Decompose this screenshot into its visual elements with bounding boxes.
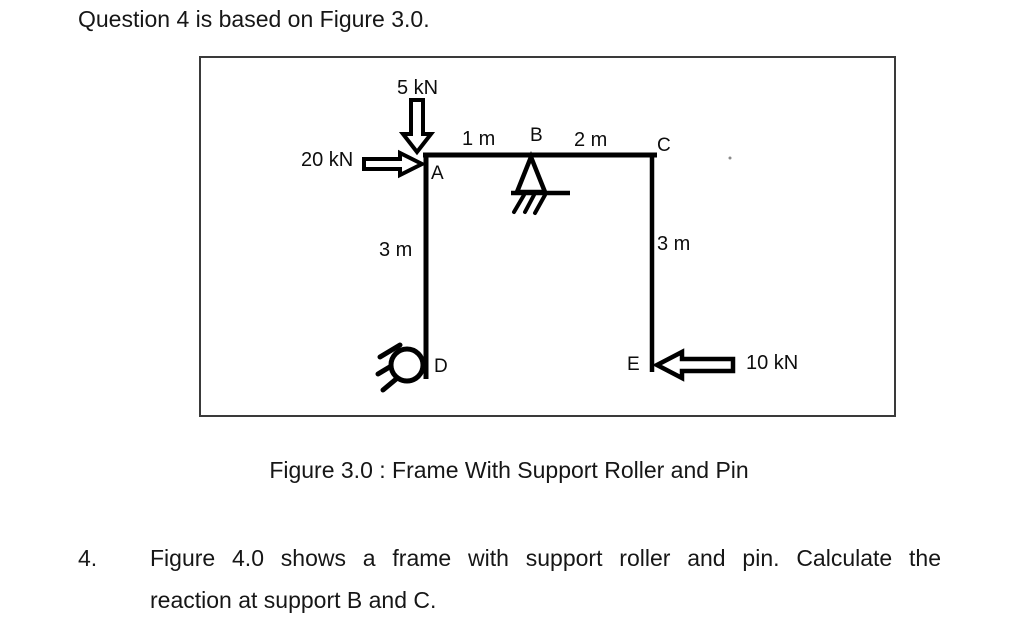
pin-hatch-1 — [512, 193, 526, 214]
intro-text: Question 4 is based on Figure 3.0. — [78, 6, 430, 32]
figure-caption: Figure 3.0 : Frame With Support Roller a… — [269, 457, 749, 483]
load-label-5kn: 5 kN — [397, 77, 439, 99]
load-label-10kn: 10 kN — [746, 352, 799, 374]
force-arrow-20kn — [362, 149, 427, 179]
pin-hatch-3 — [533, 193, 547, 215]
roller-hatch-1 — [377, 342, 403, 360]
pin-triangle — [513, 150, 549, 195]
frame-diagram — [362, 98, 736, 393]
node-label-b: B — [530, 125, 543, 146]
stray-dot — [728, 156, 732, 160]
roller-circle — [388, 346, 426, 384]
pin-support-b — [511, 150, 570, 215]
node-label-d: D — [434, 356, 448, 377]
roller-support-d — [375, 342, 426, 393]
question-number: 4. — [78, 545, 98, 571]
dim-label-bc: 2 m — [574, 129, 608, 151]
load-label-20kn: 20 kN — [301, 149, 354, 171]
question-line-1: Figure 4.0 shows a frame with support ro… — [150, 545, 941, 571]
question-text: Figure 4.0 shows a frame with support ro… — [150, 537, 941, 621]
force-arrow-10kn — [652, 348, 736, 382]
question-line-2: reaction at support B and C. — [150, 587, 437, 613]
force-arrow-5kn — [398, 98, 436, 156]
pin-hatch-2 — [523, 193, 536, 214]
node-label-e: E — [627, 354, 640, 375]
node-label-c: C — [657, 135, 671, 156]
node-label-a: A — [431, 163, 444, 184]
figure-box: 5 kN 20 kN 10 kN 1 m 2 m 3 m 3 m A B C D… — [199, 56, 896, 417]
dim-label-ad: 3 m — [379, 239, 413, 261]
dim-label-ab: 1 m — [462, 128, 496, 150]
dim-label-ce: 3 m — [657, 233, 691, 255]
